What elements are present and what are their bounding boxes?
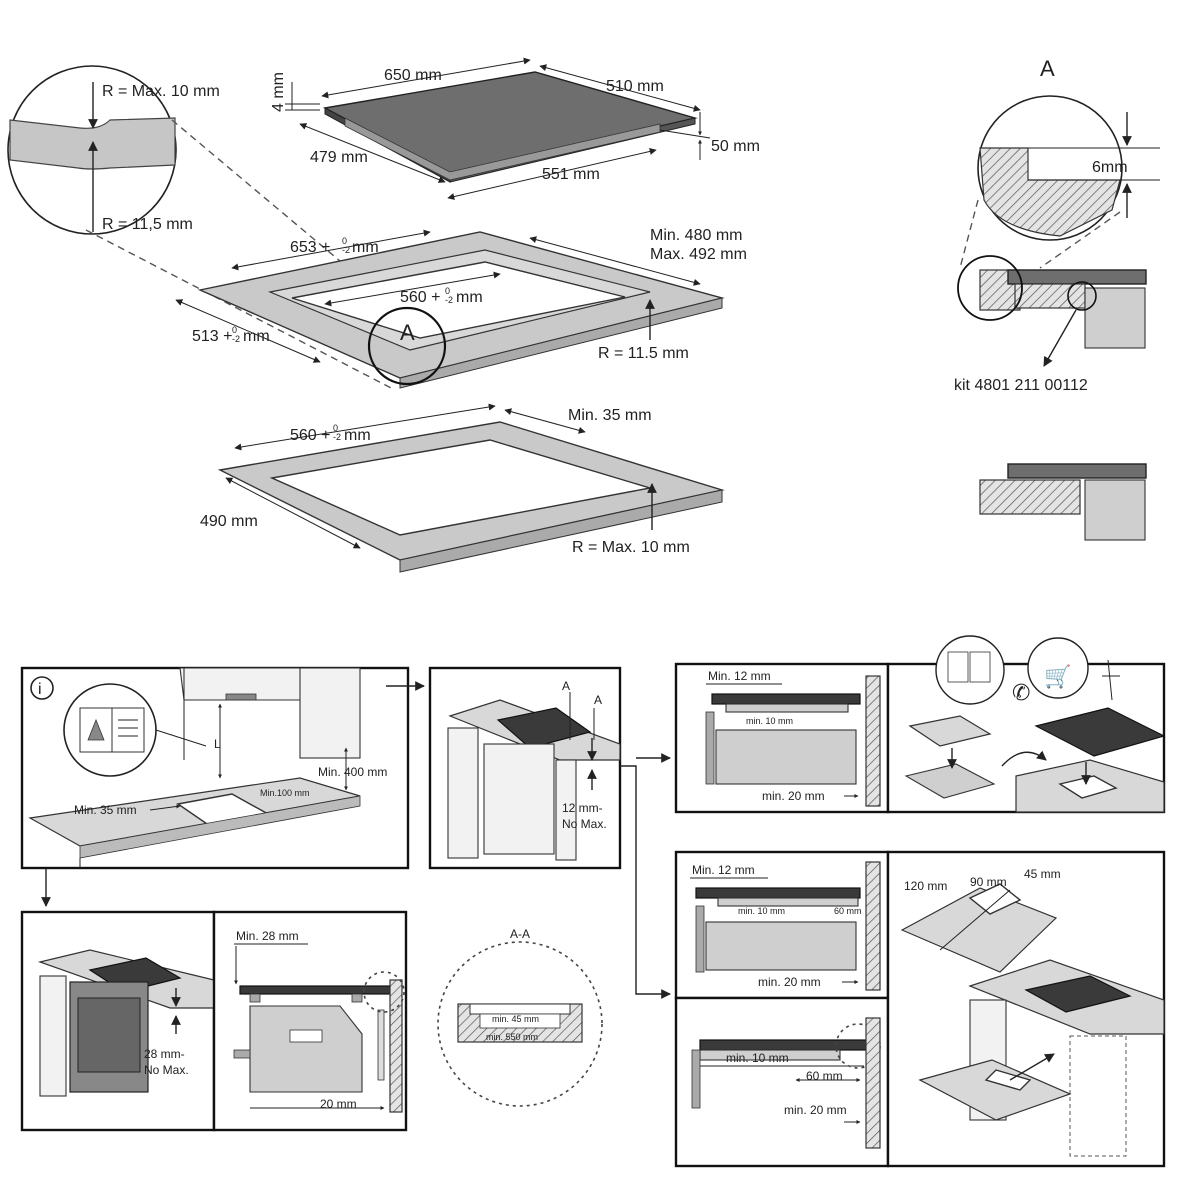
detail-a-section: A 6mm kit 4801 211 00112 — [954, 56, 1160, 541]
hob-top-surface — [496, 707, 592, 749]
standard-edge-label: Min. 35 mm — [568, 407, 652, 424]
oven-worktop-2: No Max. — [144, 1063, 189, 1077]
low-60-label: 60 mm — [806, 1069, 843, 1083]
hood-symbol: L — [214, 737, 221, 751]
hob-plate — [699, 1039, 869, 1051]
flush-width-value: 653 + — [290, 239, 330, 256]
section-a-a: A-A min. 45 mm min. 550 mm — [437, 927, 603, 1107]
info-icon-label: i — [38, 681, 42, 698]
info-icon — [30, 676, 54, 700]
flush-inner-width-value: 560 + — [400, 289, 440, 306]
detail-a-recess: 6mm — [1092, 159, 1128, 176]
standard-radius-label: R = Max. 10 mm — [572, 539, 690, 556]
side-bottom-label: min. 20 mm — [762, 789, 825, 803]
svg-text:0: 0 — [333, 423, 338, 433]
mid-60-label: 60 mm — [834, 906, 862, 916]
flush-depth-value: 513 + — [192, 328, 232, 345]
hob-plate — [239, 985, 391, 995]
vent-90-label: 90 mm — [970, 875, 1007, 889]
hob-top-surface — [1034, 707, 1166, 757]
svg-text:-2: -2 — [333, 432, 341, 442]
vent-board — [900, 887, 1058, 973]
mid-bottom-label: min. 20 mm — [758, 975, 821, 989]
panel-oven-below: 28 mm- No Max. — [20, 910, 216, 1132]
hob-plate — [711, 693, 861, 705]
hob-height-label: 50 mm — [711, 138, 760, 155]
oven-gap-label: 20 mm — [320, 1097, 357, 1111]
worktop-thickness-2: No Max. — [562, 817, 607, 831]
radius-bottom-label: R = 11,5 mm — [102, 216, 193, 233]
flush-width-unit: mm — [352, 239, 379, 256]
panel-worktop-thickness: A A 12 mm- No Max. — [386, 666, 622, 870]
panel-side-section-top: Min. 12 mm min. 10 mm min. 20 mm — [674, 662, 890, 814]
panel-side-section-low: min. 10 mm 60 mm min. 20 mm — [674, 996, 890, 1168]
panel-ventilation: 120 mm 90 mm 45 mm — [886, 850, 1166, 1168]
panel-oven-section: Min. 28 mm 20 mm — [212, 910, 408, 1132]
panel-kitchen-overview: i L Min. 400 mm Min. 35 mm Min.100 mm — [20, 666, 410, 870]
detail-a-circle — [367, 306, 447, 386]
side-top-min: Min. 12 mm — [708, 669, 771, 683]
edge-distance-label: Min. 35 mm — [74, 803, 137, 817]
vent-120-label: 120 mm — [904, 879, 947, 893]
hood-icon — [87, 718, 105, 741]
radius-top-label: R = Max. 10 mm — [102, 83, 220, 100]
low-bottom-label: min. 20 mm — [784, 1103, 847, 1117]
cart-icon: 🛒 — [1044, 664, 1071, 689]
worktop-thickness-1: 12 mm- — [562, 801, 603, 815]
svg-text:-2: -2 — [342, 245, 350, 255]
oven-body — [249, 1005, 363, 1093]
svg-text:0: 0 — [445, 286, 450, 296]
side-inner-label: min. 10 mm — [746, 716, 793, 726]
hob-plate — [695, 887, 861, 899]
hob-plate — [1007, 269, 1147, 285]
flush-cutout-drawing: A 653 + 0 -2 mm 560 + 0 -2 mm 513 + 0 -2… — [175, 227, 747, 389]
detail-a-marker: A — [400, 320, 415, 345]
hob-inner-width-label: 551 mm — [542, 166, 600, 183]
mid-top-min: Min. 12 mm — [692, 863, 755, 877]
svg-text:0: 0 — [232, 325, 237, 335]
person-icon — [1102, 659, 1120, 701]
phone-icon: ✆ — [1012, 680, 1030, 705]
hob-width-label: 650 mm — [384, 67, 442, 84]
svg-text:-2: -2 — [445, 295, 453, 305]
standard-width-unit: mm — [344, 427, 371, 444]
flush-radius-label: R = 11.5 mm — [598, 345, 689, 362]
svg-text:-2: -2 — [232, 334, 240, 344]
section-aa-title: A-A — [510, 927, 530, 941]
arrow-insert-icon — [1009, 1053, 1055, 1081]
hob-inner-depth-label: 479 mm — [310, 149, 368, 166]
flush-depth-unit: mm — [243, 328, 270, 345]
standard-width-value: 560 + — [290, 427, 330, 444]
oven-min-label: Min. 28 mm — [236, 929, 299, 943]
connector-arrow — [620, 765, 671, 999]
flush-depth-min: Min. 480 mm — [650, 227, 742, 244]
standard-cutout-drawing: 560 + 0 -2 mm Min. 35 mm 490 mm R = Max.… — [200, 403, 725, 573]
panel-side-section-mid: Min. 12 mm min. 10 mm 60 mm min. 20 mm — [674, 850, 890, 1000]
hob-depth-label: 510 mm — [606, 78, 664, 95]
kit-part-number: kit 4801 211 00112 — [954, 377, 1088, 394]
manual-icon — [947, 651, 969, 683]
section-a-left: A — [562, 679, 570, 693]
panel-install-steps: ✆ 🛒 — [886, 635, 1166, 814]
hob-drawing: 650 mm 510 mm 4 mm 50 mm 479 mm 551 mm — [270, 57, 760, 200]
standard-depth-label: 490 mm — [200, 513, 258, 530]
flush-inner-unit: mm — [456, 289, 483, 306]
vent-45-label: 45 mm — [1024, 867, 1061, 881]
hob-plate — [1007, 463, 1147, 479]
hob-thickness-label: 4 mm — [270, 72, 287, 112]
flush-depth-max: Max. 492 mm — [650, 246, 747, 263]
hob-top-surface — [1024, 975, 1132, 1013]
mid-inner-label: min. 10 mm — [738, 906, 785, 916]
rear-distance-label: Min.100 mm — [260, 788, 310, 798]
svg-text:0: 0 — [342, 236, 347, 246]
hood-distance-label: Min. 400 mm — [318, 765, 387, 779]
low-inner-label: min. 10 mm — [726, 1051, 789, 1065]
aa-min-width: min. 550 mm — [486, 1032, 538, 1042]
detail-a-title: A — [1040, 56, 1055, 81]
section-a-right: A — [594, 693, 602, 707]
aa-min-height: min. 45 mm — [492, 1014, 539, 1024]
oven-worktop-1: 28 mm- — [144, 1047, 185, 1061]
